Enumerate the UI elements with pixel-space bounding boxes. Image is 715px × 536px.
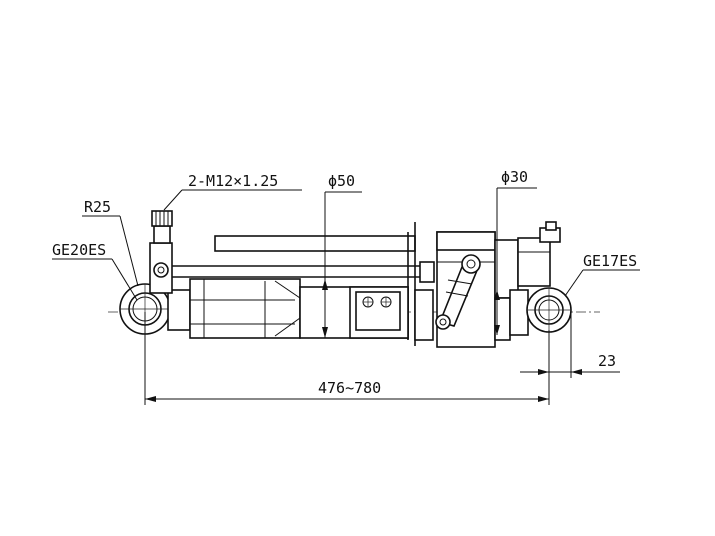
bore-dia-dimension [322,191,362,338]
tie-rod [170,261,435,283]
valve-block [436,231,519,348]
bore-dia-label: ϕ50 [328,172,355,190]
right-bearing-label: GE17ES [583,252,637,270]
length-dimension [144,312,550,405]
left-bracket [149,210,173,294]
piston-rod [299,286,434,341]
leaders [52,189,640,301]
right-bracket [517,221,561,287]
thread-label: 2-M12×1.25 [188,172,278,190]
radius-label: R25 [84,198,111,216]
rod-dia-dimension [494,187,537,335]
offset-label: 23 [598,352,616,370]
lever-link [435,254,481,330]
right-eye-bearing [509,287,572,336]
rod-dia-label: ϕ30 [501,168,528,186]
length-label: 476~780 [318,379,381,397]
offset-dimension [520,312,620,378]
left-bearing-label: GE20ES [52,241,106,259]
cylinder-barrel [167,278,301,339]
